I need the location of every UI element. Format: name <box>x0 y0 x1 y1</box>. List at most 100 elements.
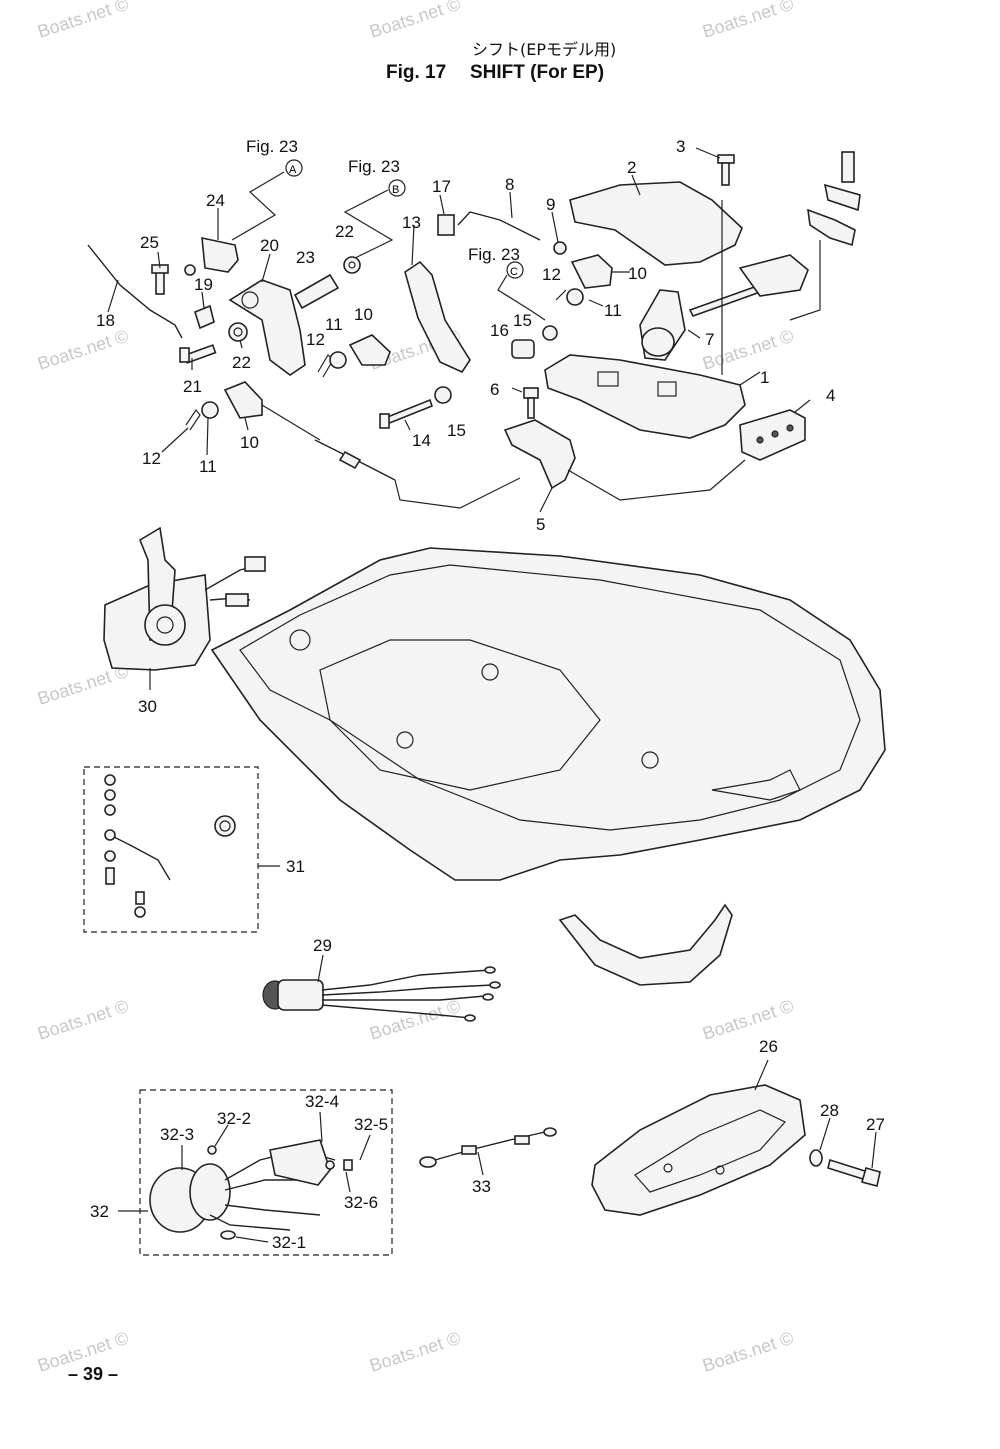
part-bracket-small <box>823 183 861 212</box>
svg-text:Fig. 23: Fig. 23 <box>246 137 298 156</box>
watermark: Boats.net © <box>35 326 131 374</box>
callout: 5 <box>536 515 545 534</box>
watermark: Boats.net © <box>367 996 463 1044</box>
watermark: Boats.net © <box>700 996 796 1044</box>
part-10-joint <box>348 334 391 366</box>
callout: 32-1 <box>272 1233 306 1252</box>
callout: 13 <box>402 213 421 232</box>
callout: 32-6 <box>344 1193 378 1212</box>
page-number: – 39 – <box>68 1364 118 1384</box>
part-17-clamp <box>437 214 455 236</box>
part-8-rod <box>457 211 541 241</box>
page-title: SHIFT (For EP) <box>470 62 604 83</box>
part-23-pin <box>293 273 340 310</box>
svg-text:C: C <box>510 266 518 278</box>
fig-reference-c: Fig. 23 C <box>468 245 546 321</box>
svg-text:Fig. 23: Fig. 23 <box>468 245 520 264</box>
part-2-cover <box>569 181 743 266</box>
callout: 25 <box>140 233 159 252</box>
callout: 14 <box>412 431 431 450</box>
callout: 12 <box>142 449 161 468</box>
svg-text:A: A <box>289 164 297 176</box>
part-32-kit-box <box>139 1089 393 1256</box>
callout: 11 <box>604 301 622 320</box>
callout: 23 <box>296 248 315 267</box>
svg-text:B: B <box>392 184 399 196</box>
part-27-bolt <box>827 1158 881 1187</box>
callout: 28 <box>820 1101 839 1120</box>
callout: 32-5 <box>354 1115 388 1134</box>
part-12-cotter-pin <box>555 289 567 301</box>
fig-reference-a: Fig. 23 A <box>231 137 303 241</box>
part-15-washer <box>434 386 452 404</box>
part-9-nut <box>553 241 567 255</box>
callout: 22 <box>232 353 251 372</box>
callout: 29 <box>313 936 332 955</box>
part-10-joint <box>223 381 263 419</box>
callout: 6 <box>490 380 499 399</box>
callout: 11 <box>325 315 343 334</box>
title-japanese: シフト(EPモデル用) <box>472 40 616 59</box>
part-31-kit-box <box>83 766 259 933</box>
watermark: Boats.net © <box>35 0 131 42</box>
part-18-shift-rod <box>87 244 183 339</box>
fig-reference-b: Fig. 23 B <box>343 157 406 259</box>
part-14-bolt <box>379 398 433 429</box>
watermark: Boats.net © <box>367 0 463 42</box>
part-21-bolt <box>179 344 217 364</box>
callout: 22 <box>335 222 354 241</box>
part-33-harness <box>419 1127 557 1168</box>
part-12-cotter-pin <box>185 408 201 431</box>
part-6-bolt <box>523 387 539 419</box>
part-32-meter <box>149 1139 353 1240</box>
callout: 32-2 <box>217 1109 251 1128</box>
callout: 2 <box>627 158 636 177</box>
part-11-washer <box>201 401 219 419</box>
callout: 26 <box>759 1037 778 1056</box>
part-22-washer <box>228 322 248 342</box>
callout: 19 <box>194 275 213 294</box>
callout: 33 <box>472 1177 491 1196</box>
watermark: Boats.net © <box>367 1328 463 1376</box>
callout: 15 <box>513 311 532 330</box>
callout: 31 <box>286 857 305 876</box>
callout: 21 <box>183 377 202 396</box>
part-3-screw <box>717 154 735 186</box>
callout: 12 <box>542 265 561 284</box>
part-31-kit-contents <box>104 774 236 918</box>
part-16-bushing <box>511 339 535 359</box>
callout: 17 <box>432 177 451 196</box>
part-15-washer <box>542 325 558 341</box>
part-1-shift-bracket <box>544 354 746 439</box>
part-26-mount-plate <box>591 1084 806 1216</box>
callout: 1 <box>760 368 769 387</box>
callout: 3 <box>676 137 685 156</box>
figure-label: Fig. 17 <box>386 62 446 83</box>
callout: 32 <box>90 1202 109 1221</box>
watermark: Boats.net © <box>700 0 796 42</box>
part-13-lever <box>404 260 471 374</box>
part-25-bolt <box>151 264 169 295</box>
callout: 32-3 <box>160 1125 194 1144</box>
part-rod <box>688 284 765 317</box>
part-24-bracket <box>201 236 239 273</box>
svg-text:Fig. 23: Fig. 23 <box>348 157 400 176</box>
part-switch <box>738 254 809 297</box>
part-11-washer <box>566 288 584 306</box>
callout: 20 <box>260 236 279 255</box>
bottom-cowl <box>210 547 886 881</box>
callout: 16 <box>490 321 509 340</box>
part-20-lever <box>228 279 306 376</box>
part-11-washer <box>329 351 347 369</box>
part-28-washer <box>809 1149 823 1167</box>
part-grip <box>558 903 733 986</box>
part-22-washer <box>343 256 361 274</box>
callout: 32-4 <box>305 1092 339 1111</box>
callout: 27 <box>866 1115 885 1134</box>
callout: 18 <box>96 311 115 330</box>
leader-lines <box>107 147 877 1243</box>
part-bracket-small <box>807 208 856 247</box>
callout-labels: 3 2 17 8 9 24 13 22 25 20 23 12 10 19 11… <box>90 137 885 1252</box>
watermark: Boats.net © <box>35 996 131 1044</box>
part-washer <box>184 264 196 276</box>
